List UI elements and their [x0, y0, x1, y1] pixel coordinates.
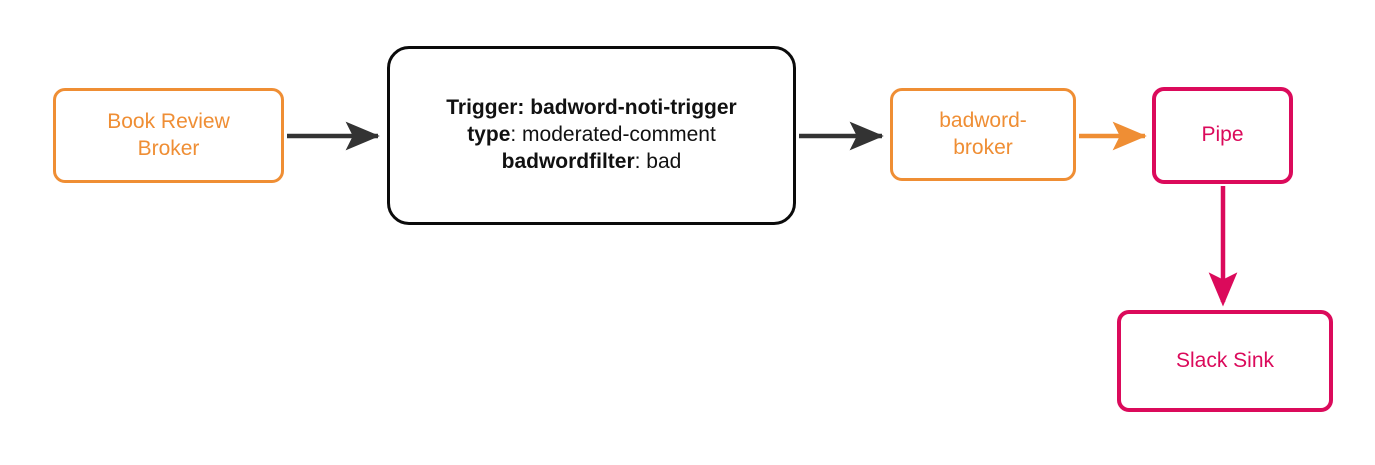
node-label-slack-sink: Slack Sink — [1175, 348, 1275, 372]
trigger-detail-lines: Trigger: badword-noti-trigger type: mode… — [404, 95, 779, 176]
node-label-book-review-broker: Book Review Broker — [107, 109, 230, 160]
trigger-line-1: Trigger: badword-noti-trigger — [404, 95, 779, 122]
trigger-line-2-normal: : moderated-comment — [510, 123, 716, 147]
node-slack-sink[interactable]: Slack Sink — [1117, 310, 1333, 412]
trigger-line-3-normal: : bad — [634, 149, 682, 173]
node-trigger[interactable]: Trigger: badword-noti-trigger type: mode… — [387, 46, 796, 225]
node-label-pipe: Pipe — [1201, 123, 1244, 147]
node-pipe[interactable]: Pipe — [1152, 87, 1293, 184]
trigger-line-2: type: moderated-comment — [404, 122, 779, 149]
trigger-line-2-bold: type — [467, 123, 511, 147]
trigger-line-3: badwordfilter: bad — [404, 149, 779, 176]
trigger-line-3-bold: badwordfilter — [501, 149, 635, 173]
trigger-line-1-bold: Trigger: badword-noti-trigger — [446, 96, 737, 120]
node-book-review-broker[interactable]: Book Review Broker — [53, 88, 284, 183]
node-label-badword-broker: badword- broker — [939, 108, 1027, 159]
node-badword-broker[interactable]: badword- broker — [890, 88, 1076, 181]
